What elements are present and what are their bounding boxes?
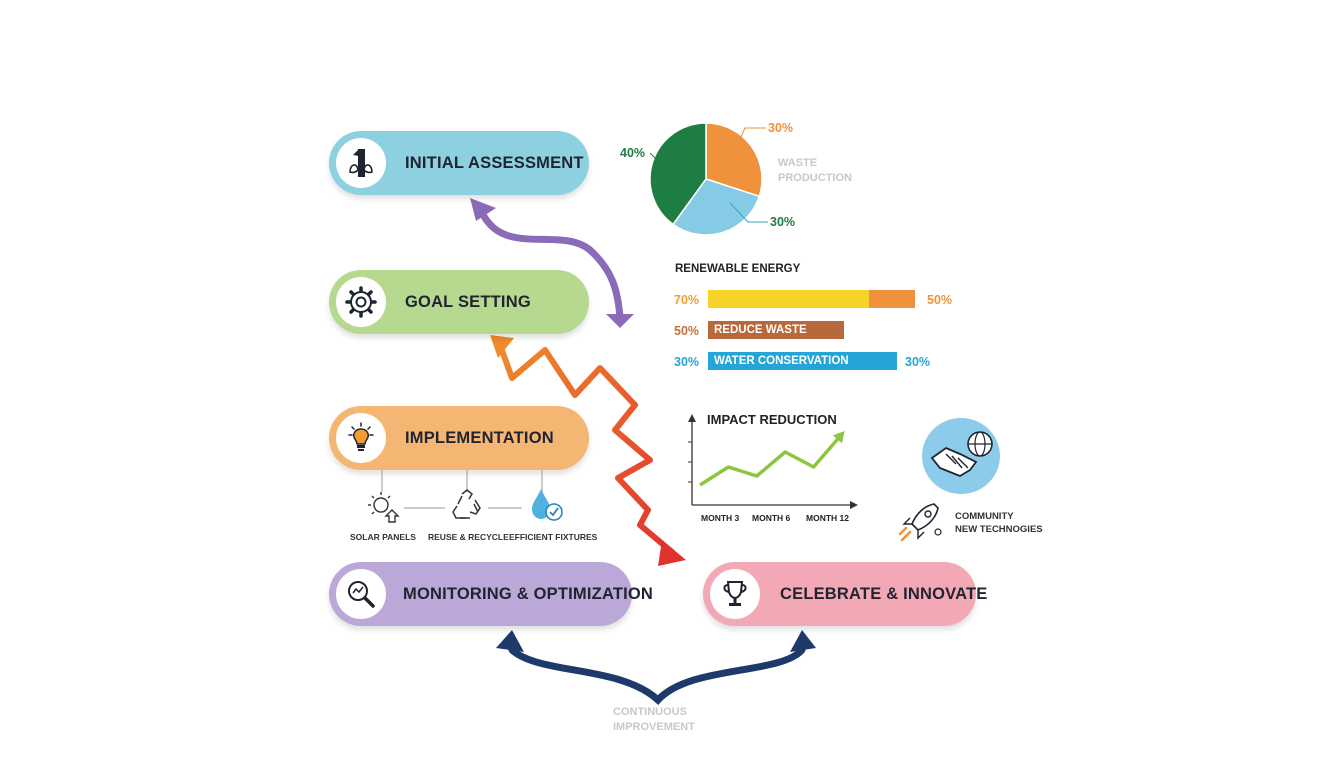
number-one-leaf-icon <box>336 138 386 188</box>
impl-item-label: SOLAR PANELS <box>350 532 416 542</box>
bottom-caption-line1: CONTINUOUS <box>613 706 687 718</box>
impact-title: IMPACT REDUCTION <box>707 412 837 427</box>
zigzag-arrowhead-down <box>658 540 686 566</box>
pie-label-orange: 30% <box>768 121 794 135</box>
recycle-icon <box>448 488 486 524</box>
impact-trend-arrowhead <box>832 430 845 444</box>
step-monitoring-optimization[interactable]: MONITORING & OPTIMIZATION <box>329 562 653 626</box>
pie-slice-2 <box>649 122 707 226</box>
bar-segment <box>708 352 897 370</box>
bar-row-track: REDUCE WASTE <box>708 321 938 339</box>
bar-label: WATER CONSERVATION <box>714 355 849 367</box>
step-goal-setting[interactable]: GOAL SETTING <box>329 270 589 334</box>
bar-segment <box>708 321 844 339</box>
impact-x-label: MONTH 3 <box>701 513 740 523</box>
impl-item-label: REUSE & RECYCLE <box>428 532 509 542</box>
pie-caption-line1: WASTE <box>778 157 818 169</box>
navy-split-arrow <box>508 646 806 705</box>
step-label: GOAL SETTING <box>405 292 531 311</box>
step-label: MONITORING & OPTIMIZATION <box>403 584 654 603</box>
bar-segment <box>708 290 869 308</box>
community-line2: NEW TECHNOGIES <box>955 524 1043 535</box>
bottom-caption-line2: IMPROVEMENT <box>613 721 695 733</box>
community-caption: COMMUNITY NEW TECHNOGIES <box>955 510 1043 536</box>
purple-arrowhead-up <box>470 198 496 221</box>
lightbulb-icon <box>336 413 386 463</box>
step-celebrate-innovate[interactable]: CELEBRATE & INNOVATE <box>703 562 987 626</box>
pie-label-green: 40% <box>620 146 646 160</box>
y-ticks <box>688 441 692 483</box>
pie-label-blue: 30% <box>770 215 796 229</box>
step-implementation[interactable]: IMPLEMENTATION <box>329 406 589 470</box>
implementation-tree-lines <box>381 470 543 509</box>
pie-caption-line2: PRODUCTION <box>778 172 852 184</box>
navy-arrowhead-left <box>496 630 524 652</box>
impact-trend-line <box>699 432 844 487</box>
bar-row-track <box>708 290 938 308</box>
purple-double-arrow <box>476 204 624 322</box>
bars-title: RENEWABLE ENERGY <box>675 263 801 275</box>
impact-x-label: MONTH 12 <box>806 513 849 523</box>
pie-slice-0 <box>705 122 763 198</box>
step-label: INITIAL ASSESSMENT <box>405 153 584 172</box>
bar-row-right-label: 30% <box>905 355 931 369</box>
bar-row-left-label: 70% <box>674 293 700 307</box>
purple-arrowhead-down <box>606 314 634 328</box>
rocket-icon <box>896 500 946 544</box>
pie-caption: WASTE PRODUCTION <box>778 156 852 186</box>
step-label: IMPLEMENTATION <box>405 428 554 447</box>
zigzag-arrowhead-up <box>490 335 514 358</box>
impl-item-label: EFFICIENT FIXTURES <box>509 532 598 542</box>
bar-label: REDUCE WASTE <box>714 324 807 336</box>
magnifier-chart-icon <box>336 569 386 619</box>
step-initial-assessment[interactable]: INITIAL ASSESSMENT <box>329 131 589 195</box>
community-line1: COMMUNITY <box>955 511 1014 522</box>
waste-pie-chart <box>649 122 763 236</box>
sun-upload-icon <box>364 490 404 526</box>
bar-row-track: WATER CONSERVATION <box>708 352 938 370</box>
trophy-icon <box>710 569 760 619</box>
step-label: CELEBRATE & INNOVATE <box>780 584 988 603</box>
impact-x-label: MONTH 6 <box>752 513 791 523</box>
pie-slice-1 <box>672 178 761 236</box>
bar-row-right-label: 50% <box>927 293 953 307</box>
water-drop-check-icon <box>527 486 567 524</box>
bar-row-left-label: 30% <box>674 355 700 369</box>
gear-icon <box>336 277 386 327</box>
y-axis-arrowhead <box>688 414 696 422</box>
impact-line-chart <box>688 414 858 509</box>
navy-arrowhead-right <box>790 630 816 652</box>
handshake-globe-icon <box>922 418 1000 494</box>
zigzag-arrow <box>497 342 675 555</box>
bar-segment <box>869 290 915 308</box>
bar-row-left-label: 50% <box>674 324 700 338</box>
pie-leader-lines <box>649 127 768 223</box>
x-axis-arrowhead <box>850 501 858 509</box>
bottom-caption: CONTINUOUS IMPROVEMENT <box>613 705 695 735</box>
